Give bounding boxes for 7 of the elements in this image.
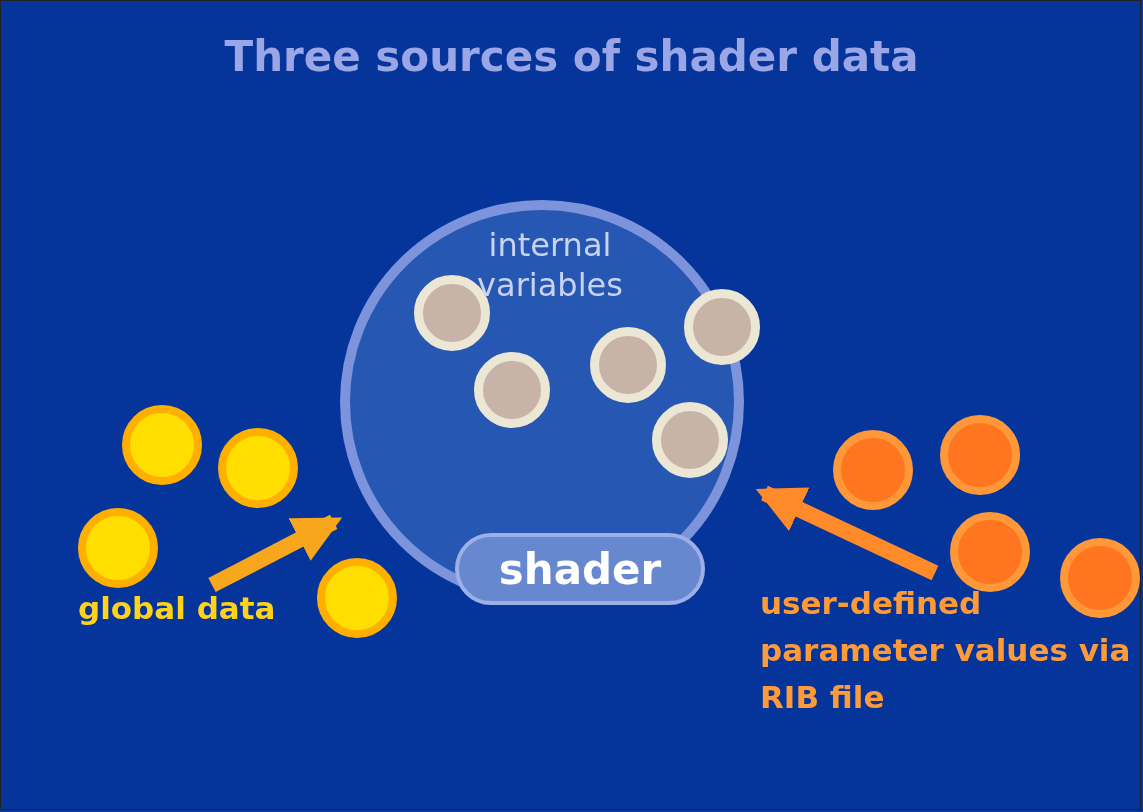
circle-label: internal variables bbox=[476, 225, 624, 305]
arrow bbox=[208, 514, 343, 593]
title: Three sources of shader data bbox=[223, 32, 920, 81]
label-text: global data bbox=[78, 590, 277, 626]
shader-pill: shader bbox=[455, 533, 705, 605]
arrow bbox=[755, 485, 939, 581]
label-text: user-defined parameter values via RIB file bbox=[760, 584, 1132, 717]
